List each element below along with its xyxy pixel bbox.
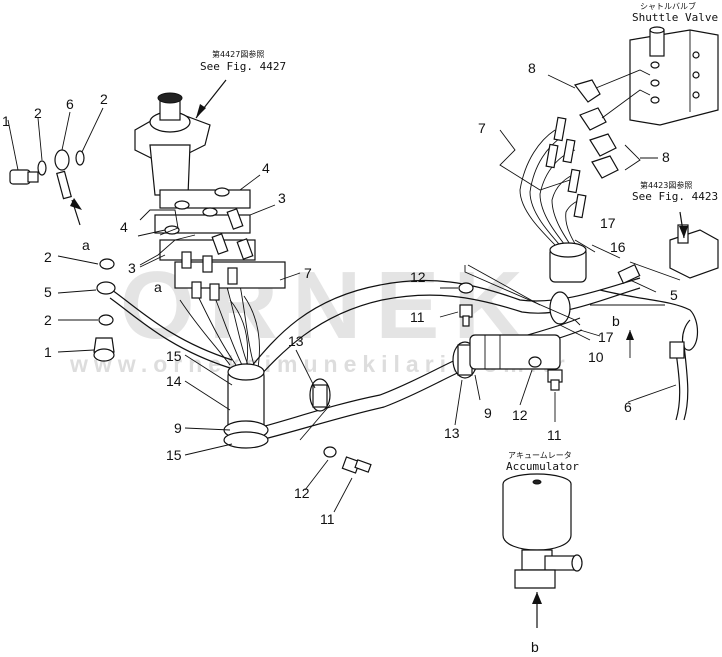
note-shuttle-valve: Shuttle Valve	[632, 11, 718, 24]
callout-7-left: 7	[304, 265, 312, 281]
callout-8-top: 8	[528, 60, 536, 76]
callout-17-b: 17	[598, 329, 614, 345]
note-accumulator-jp: アキュームレータ	[508, 451, 572, 460]
note-fig4423-jp: 第4423図参照	[640, 180, 692, 190]
callout-13-b: 13	[444, 425, 460, 441]
callout-4-left: 4	[120, 219, 128, 235]
callout-12-a: 12	[294, 485, 310, 501]
callout-15-a: 15	[166, 348, 182, 364]
fittings-left	[164, 187, 254, 301]
bolts-center	[295, 349, 481, 513]
callouts: 1 2 6 2 4 3 4 3 2 5 2 1 7 15 14 9 15 13 …	[2, 60, 678, 527]
callout-7-right: 7	[478, 120, 486, 136]
fittings-right	[545, 116, 587, 219]
callout-11-c: 11	[547, 427, 562, 443]
letter-b-bottom: b	[531, 639, 539, 655]
letter-b-right: b	[612, 313, 620, 329]
callout-12-b: 12	[410, 269, 426, 285]
leaders-left	[7, 107, 301, 456]
clamp-left	[223, 363, 269, 449]
callout-2-low: 2	[44, 312, 52, 328]
callout-12-c: 12	[512, 407, 528, 423]
callout-17-a: 17	[600, 215, 616, 231]
callout-10: 10	[588, 349, 604, 365]
callout-11-b: 11	[410, 309, 425, 325]
letter-a-left: a	[82, 237, 90, 253]
leader-12-right	[467, 264, 541, 306]
parts-left-stack	[9, 149, 116, 362]
note-fig4427: See Fig. 4427	[200, 60, 286, 73]
callout-13-a: 13	[288, 333, 304, 349]
callout-15-b: 15	[166, 447, 182, 463]
callout-4-right: 4	[262, 160, 270, 176]
note-shuttle-valve-jp: シャトルバルブ	[640, 1, 696, 11]
callout-1-top: 1	[2, 113, 10, 129]
callout-9-left: 9	[174, 420, 182, 436]
callout-8-right: 8	[662, 149, 670, 165]
callout-14: 14	[166, 373, 182, 389]
callout-1-low: 1	[44, 344, 52, 360]
callout-2-top2: 2	[100, 91, 108, 107]
note-fig4423: See Fig. 4423	[632, 190, 718, 203]
callout-5-left: 5	[44, 284, 52, 300]
clamp-16	[549, 242, 587, 283]
callout-3-left: 3	[128, 260, 136, 276]
note-accumulator: Accumulator	[506, 460, 579, 473]
callout-3-right: 3	[278, 190, 286, 206]
callout-9-mid: 9	[484, 405, 492, 421]
callout-11-a: 11	[320, 511, 335, 527]
letter-a-mid: a	[154, 279, 162, 295]
callout-5-right: 5	[670, 287, 678, 303]
callout-2-top: 2	[34, 105, 42, 121]
callout-6: 6	[66, 96, 74, 112]
accumulator	[502, 473, 583, 628]
bolts-right	[439, 265, 581, 422]
callout-2-mid: 2	[44, 249, 52, 265]
valve-fig4423	[617, 211, 719, 285]
note-fig4427-jp: 第4427図参照	[212, 49, 264, 59]
shuttle-valve	[629, 26, 719, 126]
hose-6-end	[559, 239, 685, 403]
callout-6-right: 6	[624, 399, 632, 415]
callout-16: 16	[610, 239, 626, 255]
elbow-fittings	[499, 69, 658, 191]
